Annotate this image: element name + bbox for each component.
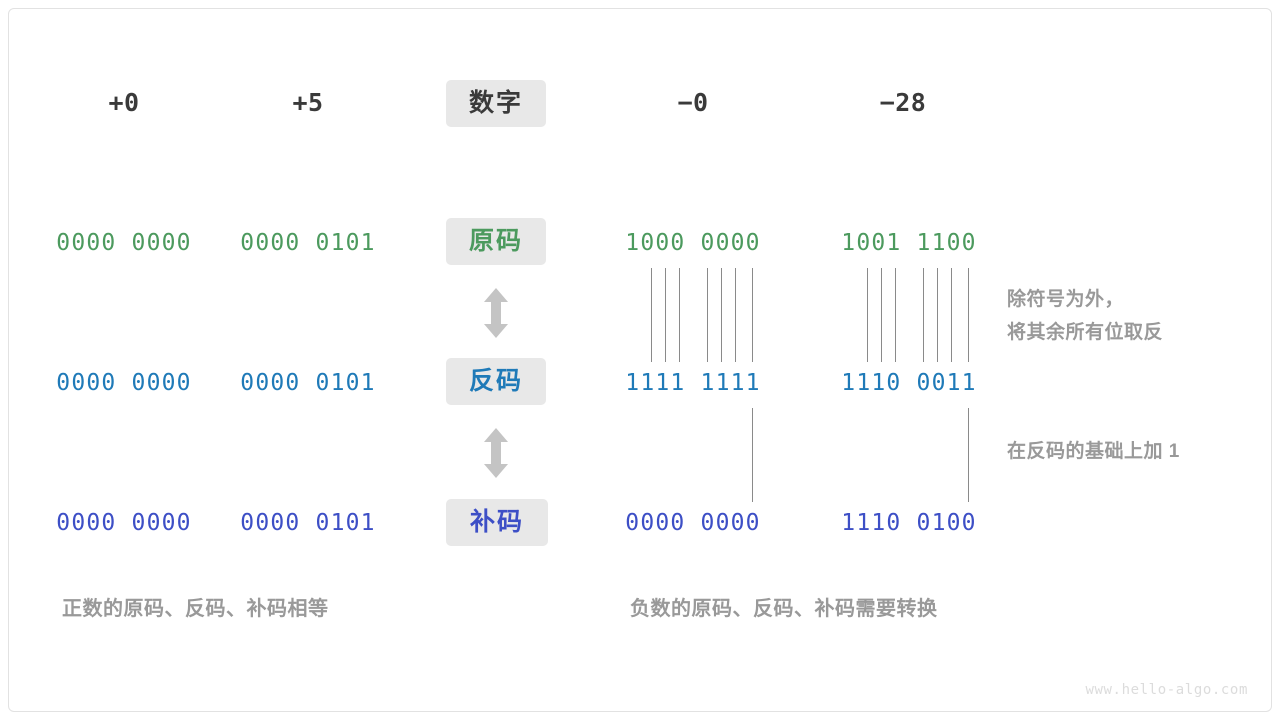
connector-line (923, 268, 924, 362)
connector-line (707, 268, 708, 362)
true-code-plus-zero: 0000 0000 (56, 230, 192, 256)
connector-line (651, 268, 652, 362)
inverse-code-minus-twentyeight: 1110 0011 (841, 370, 977, 396)
column-header-plus-zero: +0 (108, 88, 140, 117)
inverse-code-minus-zero: 1111 1111 (625, 370, 761, 396)
complement-code-minus-twentyeight: 1110 0100 (841, 510, 977, 536)
connector-line (665, 268, 666, 362)
note-invert-bits: 除符号为外， 将其余所有位取反 (1007, 289, 1164, 343)
column-header-minus-twentyeight: −28 (879, 88, 927, 117)
double-headed-arrow-true-to-inverse (483, 288, 509, 338)
row-label-inverse-code: 反码 (446, 358, 546, 405)
double-headed-arrow-inverse-to-complement (483, 428, 509, 478)
inverse-code-plus-zero: 0000 0000 (56, 370, 192, 396)
connector-line (721, 268, 722, 362)
connector-line (951, 268, 952, 362)
complement-code-plus-zero: 0000 0000 (56, 510, 192, 536)
true-code-minus-zero: 1000 0000 (625, 230, 761, 256)
row-label-true-code: 原码 (446, 218, 546, 265)
connector-line (752, 268, 753, 362)
complement-code-minus-zero: 0000 0000 (625, 510, 761, 536)
column-header-minus-zero: −0 (677, 88, 709, 117)
connector-line (895, 268, 896, 362)
column-header-plus-five: +5 (292, 88, 324, 117)
caption-positive: 正数的原码、反码、补码相等 (62, 598, 329, 620)
connector-line (867, 268, 868, 362)
note-add-one: 在反码的基础上加 1 (1007, 441, 1180, 462)
connector-line (735, 268, 736, 362)
watermark: www.hello-algo.com (1085, 682, 1248, 698)
connector-line (968, 408, 969, 502)
true-code-plus-five: 0000 0101 (240, 230, 376, 256)
diagram-frame (8, 8, 1272, 712)
caption-negative: 负数的原码、反码、补码需要转换 (630, 598, 938, 620)
connector-line (937, 268, 938, 362)
connector-line (752, 408, 753, 502)
row-header-label-number: 数字 (446, 80, 546, 127)
connector-line (679, 268, 680, 362)
connector-line (968, 268, 969, 362)
connector-line (881, 268, 882, 362)
inverse-code-plus-five: 0000 0101 (240, 370, 376, 396)
row-label-complement-code: 补码 (446, 499, 548, 546)
complement-code-plus-five: 0000 0101 (240, 510, 376, 536)
true-code-minus-twentyeight: 1001 1100 (841, 230, 977, 256)
